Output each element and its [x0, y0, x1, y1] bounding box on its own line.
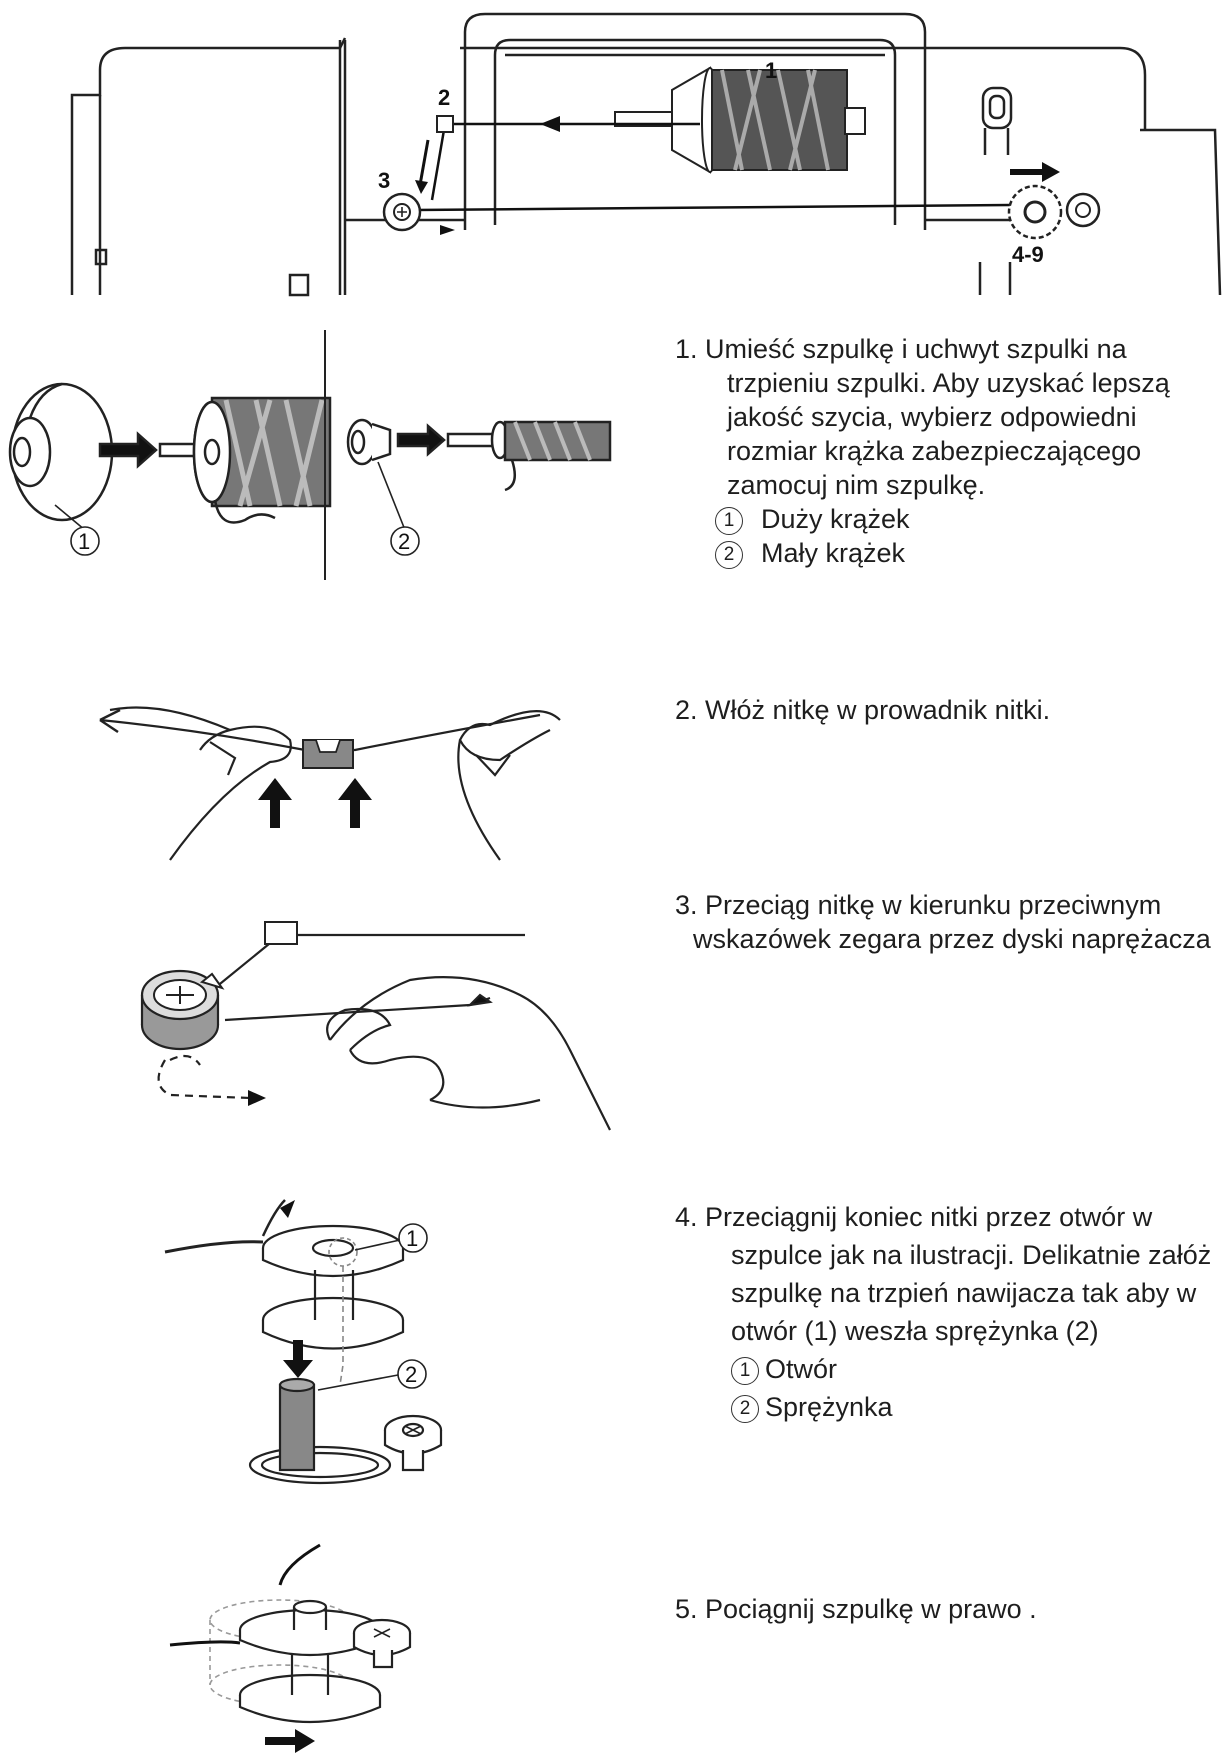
- step5-bobbin-right-figure: [169, 1543, 412, 1753]
- step-5-instructions: 5. Pociągnij szpulkę w prawo .: [675, 1592, 1037, 1626]
- step-1-item-1: 1 Duży krążek: [675, 502, 1170, 536]
- item-marker: 1: [715, 507, 743, 535]
- fig4-callout-1: 1: [406, 1226, 418, 1251]
- fig1-callout-2: 2: [398, 529, 410, 554]
- step-1-line-3: jakość szycia, wybierz odpowiedni: [727, 402, 1137, 432]
- step-3-instructions: 3. Przeciąg nitkę w kierunku przeciwnym …: [675, 888, 1211, 956]
- step-1-instructions: 1. Umieść szpulkę i uchwyt szpulki na tr…: [675, 332, 1170, 570]
- step-1-line-5: zamocuj nim szpulkę.: [727, 470, 986, 500]
- fig4-callout-2: 2: [405, 1362, 417, 1387]
- step4-bobbin-figure: 1 2: [164, 1199, 443, 1485]
- step-4-instructions: 4. Przeciągnij koniec nitki przez otwór …: [675, 1198, 1211, 1426]
- step2-thread-guide-figure: [99, 706, 561, 861]
- item-marker: 2: [715, 541, 743, 569]
- step-5-line-1: 5. Pociągnij szpulkę w prawo .: [675, 1594, 1037, 1624]
- item-text: Otwór: [765, 1354, 838, 1384]
- fig1-callout-1: 1: [78, 529, 90, 554]
- step-3-line-2: wskazówek zegara przez dyski naprężacza: [693, 924, 1211, 954]
- item-text: Mały krążek: [761, 538, 906, 568]
- step-1-line-2: trzpieniu szpulki. Aby uzyskać lepszą: [727, 368, 1170, 398]
- item-text: Duży krążek: [761, 504, 910, 534]
- step-1-line-1: 1. Umieść szpulkę i uchwyt szpulki na: [675, 334, 1127, 364]
- step-4-line-2: szpulce jak na ilustracji. Delikatnie za…: [731, 1240, 1212, 1270]
- step1-spool-cap-figure: 1 2: [8, 330, 612, 580]
- machine-top-diagram: 1 2 3 4-9: [70, 12, 1222, 297]
- step-1-line-4: rozmiar krążka zabezpieczającego: [727, 436, 1142, 466]
- item-marker: 2: [731, 1395, 759, 1423]
- callout-1: 1: [765, 58, 777, 83]
- step3-tension-disc-figure: [140, 921, 611, 1131]
- step-1-item-2: 2 Mały krążek: [675, 536, 1170, 570]
- step-2-line-1: 2. Włóż nitkę w prowadnik nitki.: [675, 695, 1051, 725]
- step-4-line-1: 4. Przeciągnij koniec nitki przez otwór …: [675, 1202, 1153, 1232]
- step-4-line-3: szpulkę na trzpień nawijacza tak aby w: [731, 1278, 1197, 1308]
- item-text: Sprężynka: [765, 1392, 893, 1422]
- callout-2: 2: [438, 85, 450, 110]
- step-2-instructions: 2. Włóż nitkę w prowadnik nitki.: [675, 693, 1050, 727]
- step-3-line-1: 3. Przeciąg nitkę w kierunku przeciwnym: [675, 890, 1162, 920]
- item-marker: 1: [731, 1357, 759, 1385]
- step-4-line-4: otwór (1) weszła sprężynka (2): [731, 1316, 1099, 1346]
- callout-3: 3: [378, 168, 390, 193]
- callout-4-9: 4-9: [1012, 242, 1044, 267]
